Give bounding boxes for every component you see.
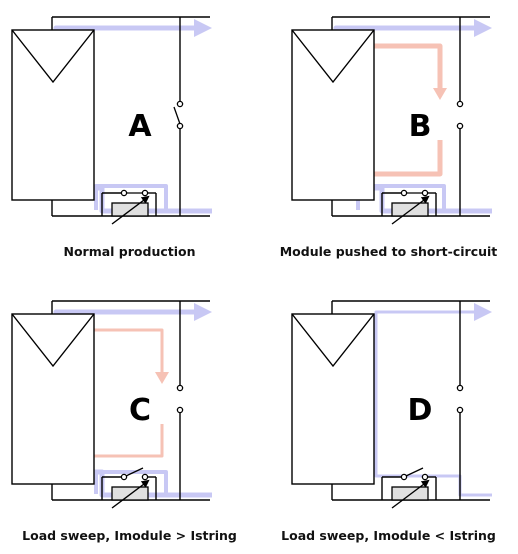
bypass-switch-blade — [173, 106, 181, 125]
pv-module — [11, 29, 95, 201]
bypass-switch-contact — [176, 122, 184, 130]
caption-panel-d: Load sweep, Imodule < Istring — [281, 528, 496, 543]
panel-letter-d: D — [408, 393, 433, 428]
load-switch-contact — [421, 473, 429, 481]
load-switch-contact — [400, 473, 408, 481]
load-switch-contact — [421, 189, 429, 197]
load-current-path — [94, 184, 168, 211]
pv-module — [291, 29, 375, 201]
load-current-path — [94, 470, 168, 495]
variable-resistor — [391, 202, 429, 217]
pv-module-diode-symbol — [11, 313, 95, 368]
bypass-switch-contact — [176, 406, 184, 414]
variable-resistor — [111, 202, 149, 217]
bypass-switch-contact — [456, 384, 464, 392]
panel-letter-b: B — [409, 109, 432, 144]
bypass-switch-contact — [456, 100, 464, 108]
bypass-switch-contact — [176, 384, 184, 392]
load-switch-blade — [125, 467, 144, 477]
pv-module — [291, 313, 375, 485]
panel-letter-a: A — [128, 109, 152, 144]
load-switch-contact — [120, 473, 128, 481]
caption-panel-a: Normal production — [63, 244, 196, 259]
pv-module-diode-symbol — [291, 313, 375, 368]
variable-resistor-arrow — [391, 479, 430, 509]
pv-module-diode-symbol — [11, 29, 95, 84]
pv-module-diode-symbol — [291, 29, 375, 84]
caption-panel-b: Module pushed to short-circuit — [279, 244, 498, 259]
panel-letter-c: C — [129, 393, 151, 428]
string-current-arrow — [374, 303, 492, 497]
panel-d: D — [291, 300, 492, 509]
panel-a: A — [11, 16, 212, 225]
load-switch-contact — [141, 189, 149, 197]
caption-panel-c: Load sweep, Imodule > Istring — [22, 528, 237, 543]
panel-c: C — [11, 300, 212, 509]
load-switch-contact — [141, 473, 149, 481]
variable-resistor — [391, 486, 429, 501]
load-switch-contact — [120, 189, 128, 197]
variable-resistor-arrow — [111, 479, 150, 509]
bypass-switch-contact — [456, 122, 464, 130]
pv-module — [11, 313, 95, 485]
variable-resistor-arrow — [391, 195, 430, 225]
variable-resistor-arrow — [111, 195, 150, 225]
load-switch-blade — [405, 467, 424, 477]
bypass-switch-contact — [176, 100, 184, 108]
variable-resistor — [111, 486, 149, 501]
panel-b: B — [291, 16, 492, 225]
bypass-switch-contact — [456, 406, 464, 414]
load-switch-contact — [400, 189, 408, 197]
